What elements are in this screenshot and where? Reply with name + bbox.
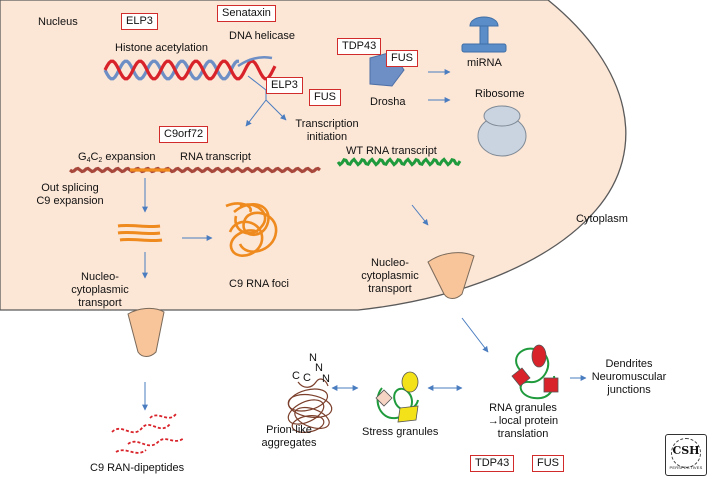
wt-rna-strand <box>336 157 462 167</box>
arrow-wt-to-transport <box>411 204 429 226</box>
arrow-elp3-to-c9orf72 <box>245 99 267 127</box>
stress-granule-icon <box>375 371 419 423</box>
out-splicing-label: Out splicing C9 expansion <box>36 182 104 207</box>
rna-transcript-label: RNA transcript <box>180 151 251 163</box>
histone-acetylation-label: Histone acetylation <box>115 42 208 54</box>
mirna-label: miRNA <box>467 57 502 69</box>
tdp43-bottom-box: TDP43 <box>470 455 515 472</box>
senataxin-box: Senataxin <box>217 5 276 22</box>
dna-double-helix <box>103 56 277 81</box>
nc-transport-right-label: Nucleo- cytoplasmic transport <box>361 257 419 295</box>
dendrites-label: Dendrites Neuromuscular junctions <box>591 358 667 396</box>
logo-text: CSH <box>672 444 700 457</box>
pathway-arrows <box>142 69 587 411</box>
cytoplasm-label: Cytoplasm <box>576 213 628 225</box>
g4c2-expansion-label: G4C2 expansion <box>78 151 156 164</box>
ribosome-label: Ribosome <box>475 88 525 100</box>
logo-ring <box>671 438 701 468</box>
mirna-icon <box>461 16 507 53</box>
aggregate-letter-c: C <box>303 372 311 384</box>
transcription-initiation-label: Transcription initiation <box>295 118 359 143</box>
logo-subtext: PERSPECTIVES <box>669 465 703 470</box>
c9-rna-foci-label: C9 RNA foci <box>229 278 289 290</box>
elp3-top-box: ELP3 <box>121 13 158 30</box>
fus-mid-box: FUS <box>309 89 341 106</box>
aggregate-letter-n: N <box>309 352 317 364</box>
drosha-label: Drosha <box>370 96 406 108</box>
rna-granule-icon <box>511 344 559 400</box>
aggregate-letter-n: N <box>315 362 323 374</box>
transport-cup-right <box>427 252 475 299</box>
csh-perspectives-logo: CSH PERSPECTIVES <box>665 434 707 476</box>
nc-transport-left-label: Nucleo- cytoplasmic transport <box>71 271 129 309</box>
prion-like-aggregates-label: Prion-like aggregates <box>261 424 317 449</box>
tdp43-top-box: TDP43 <box>337 38 382 55</box>
ran-dipeptides <box>111 413 185 454</box>
c9orf72-box: C9orf72 <box>159 126 209 143</box>
dna-helicase-label: DNA helicase <box>229 30 296 42</box>
elp3-mid-box: ELP3 <box>266 77 303 94</box>
wt-rna-transcript-label: WT RNA transcript <box>346 145 437 157</box>
ribosome-icon <box>477 105 527 157</box>
stress-granules-label: Stress granules <box>362 426 439 438</box>
nucleus-label: Nucleus <box>38 16 78 28</box>
transport-cup-left <box>127 307 165 357</box>
c9-rna-foci <box>225 202 278 257</box>
fus-bottom-box: FUS <box>532 455 564 472</box>
arrow-elp3-to-transcription <box>265 99 287 121</box>
fus-top-box: FUS <box>386 50 418 67</box>
c9-ran-dipeptides-label: C9 RAN-dipeptides <box>90 462 185 474</box>
rna-transcript-strand <box>69 166 321 174</box>
prion-aggregate <box>287 378 333 433</box>
spliced-c9-expansion <box>117 223 163 243</box>
rna-granules-label: RNA granules →local protein translation <box>487 402 559 440</box>
aggregate-letter-c: C <box>292 370 300 382</box>
arrow-transport-to-rna-granules <box>461 317 489 353</box>
aggregate-letter-n: N <box>322 373 330 385</box>
